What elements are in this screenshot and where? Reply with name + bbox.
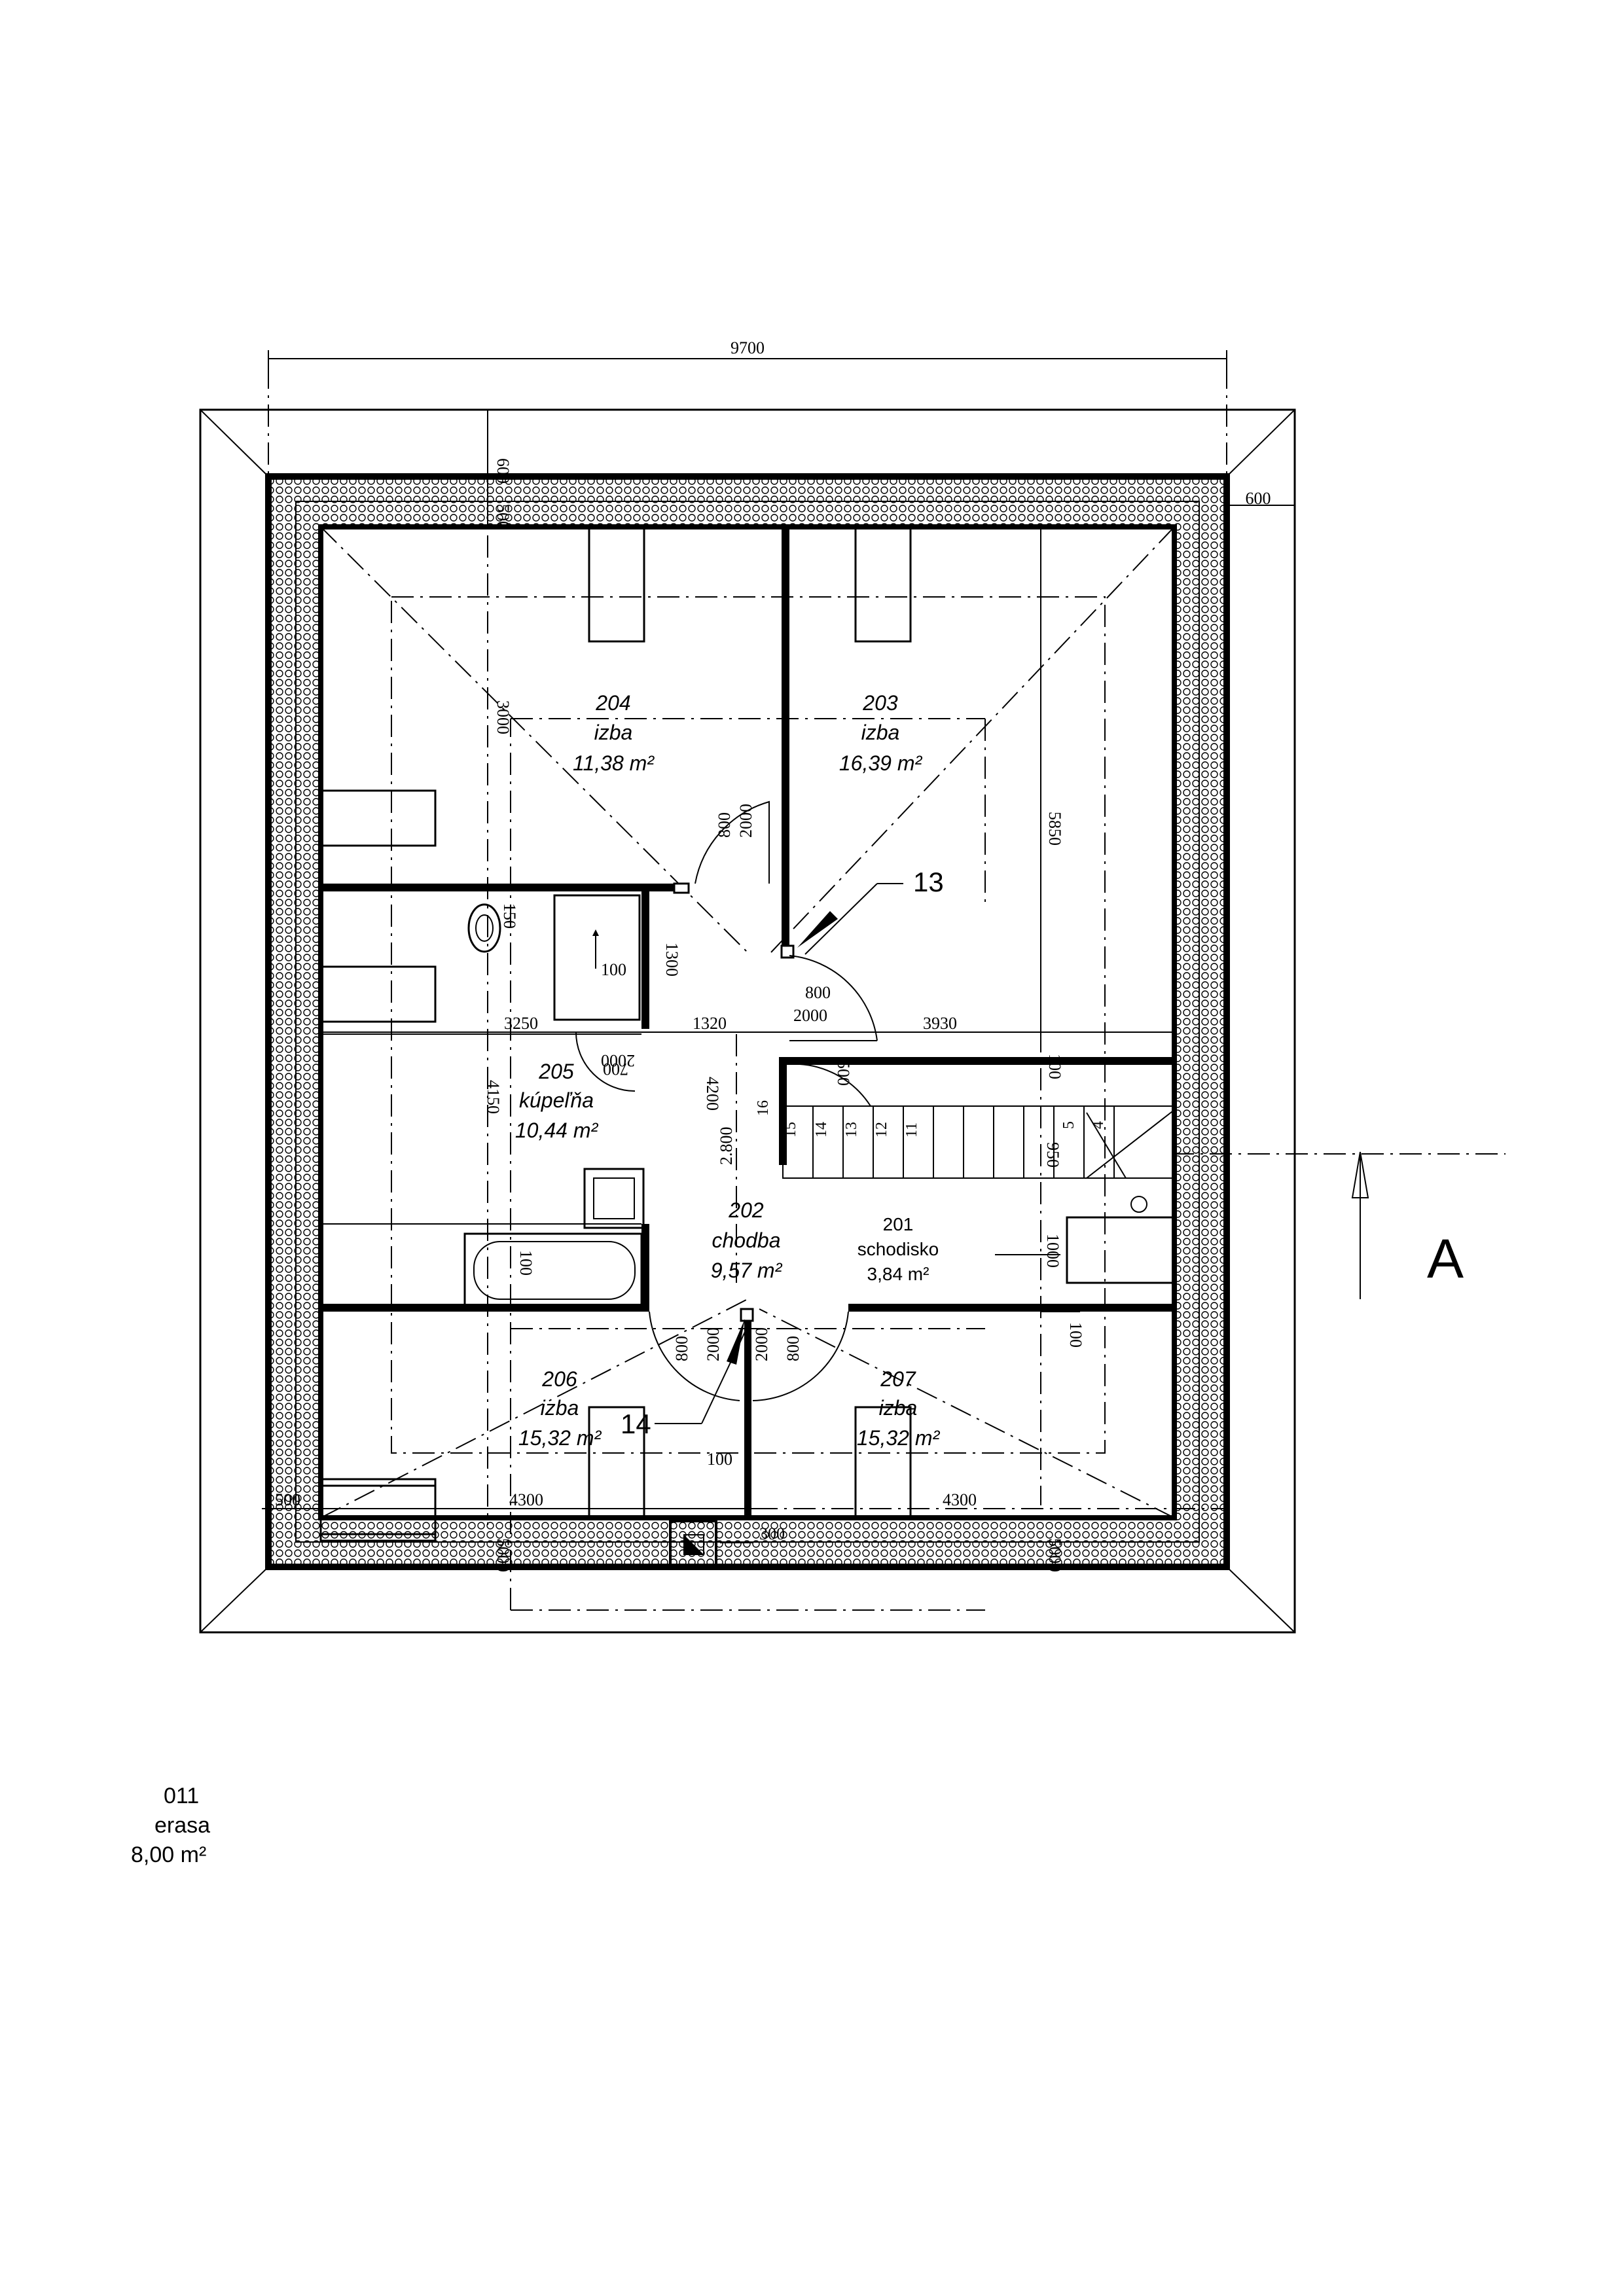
- stair-step-14: 14: [813, 1122, 830, 1138]
- dim-overhang: 600: [1246, 489, 1271, 508]
- dim-5850: 5850: [1045, 812, 1064, 846]
- room-204-name: izba: [594, 721, 633, 744]
- room-203-area: 16,39 m²: [839, 751, 923, 775]
- dim-800-c: 800: [672, 1336, 691, 1361]
- dim-2000-a: 2000: [736, 804, 755, 838]
- stair-step-11: 11: [903, 1122, 920, 1138]
- dim-500-mid: 500: [834, 1060, 853, 1086]
- dim-2800: 2.800: [717, 1127, 736, 1166]
- room-201: 201 schodisko 3,84 m²: [857, 1214, 939, 1284]
- section-marker-a: A: [1427, 1228, 1464, 1289]
- interior-walls: [321, 527, 1174, 1518]
- room-201-number: 201: [883, 1214, 914, 1234]
- room-201-area: 3,84 m²: [867, 1264, 929, 1284]
- callout-labels: 13 14 A: [621, 867, 1464, 1439]
- dim-3000: 3000: [494, 700, 513, 734]
- dim-2000-e: 2000: [752, 1327, 771, 1361]
- callout-arrows: [655, 883, 1369, 1424]
- room-205-area: 10,44 m²: [515, 1119, 599, 1142]
- dim-2000-d: 2000: [704, 1327, 723, 1361]
- dim-150: 150: [500, 903, 519, 929]
- room-202-name: chodba: [712, 1229, 781, 1252]
- room-011-area: 8,00 m²: [131, 1842, 206, 1867]
- dim-100-e: 100: [707, 1450, 732, 1469]
- room-207: 207 izba 15,32 m²: [857, 1367, 941, 1450]
- room-011: 011 erasa 8,00 m²: [131, 1784, 210, 1867]
- dim-4300-b: 4300: [943, 1490, 977, 1509]
- dim-4300-a: 4300: [509, 1490, 543, 1509]
- callout-14: 14: [621, 1408, 651, 1439]
- door-swings: [575, 800, 878, 1401]
- stair-step-12: 12: [873, 1122, 890, 1138]
- dim-1320: 1320: [693, 1014, 727, 1033]
- room-207-area: 15,32 m²: [857, 1426, 941, 1450]
- room-011-name: erasa: [154, 1813, 210, 1838]
- stair-step-13: 13: [843, 1122, 860, 1138]
- room-202-area: 9,57 m²: [711, 1259, 783, 1282]
- dimension-lines: [262, 350, 1295, 1543]
- room-205: 205 kúpeľňa 10,44 m²: [515, 1060, 599, 1142]
- stair-step-5: 5: [1060, 1121, 1077, 1129]
- room-206: 206 izba 15,32 m²: [518, 1367, 602, 1450]
- dim-800-a: 800: [715, 812, 734, 838]
- room-202-number: 202: [728, 1198, 764, 1222]
- stair-step-4: 4: [1090, 1121, 1107, 1129]
- callout-13: 13: [913, 867, 944, 897]
- dim-100-c: 100: [516, 1250, 535, 1276]
- dim-100-b: 100: [1045, 1054, 1064, 1079]
- dim-100-d: 100: [1066, 1322, 1085, 1348]
- roof-windows: [319, 526, 1176, 1542]
- dim-100-a: 100: [601, 960, 626, 979]
- dim-2000-c: 2000: [601, 1051, 635, 1070]
- dim-3930: 3930: [923, 1014, 957, 1033]
- dim-2000-b: 2000: [793, 1006, 827, 1025]
- staircase: [782, 1105, 1176, 1213]
- room-labels: 204 izba 11,38 m² 203 izba 16,39 m² 205 …: [131, 691, 940, 1867]
- dim-4150: 4150: [484, 1080, 503, 1114]
- room-201-name: schodisko: [857, 1239, 939, 1259]
- dim-500-left: 500: [275, 1490, 300, 1509]
- bathroom-fixtures: [463, 894, 645, 1307]
- room-206-number: 206: [541, 1367, 577, 1391]
- room-206-name: izba: [541, 1396, 579, 1420]
- dim-5000-a: 5000: [494, 1538, 513, 1572]
- dim-300: 300: [759, 1524, 785, 1543]
- room-207-number: 207: [880, 1367, 916, 1391]
- room-203-name: izba: [861, 721, 900, 744]
- room-202: 202 chodba 9,57 m²: [711, 1198, 783, 1282]
- room-207-name: izba: [879, 1396, 918, 1420]
- room-204-number: 204: [595, 691, 630, 715]
- room-204: 204 izba 11,38 m²: [573, 691, 655, 775]
- stair-step-16: 16: [755, 1100, 772, 1116]
- dim-overall-width: 9700: [731, 338, 765, 357]
- dim-1000: 1000: [1043, 1234, 1062, 1268]
- room-011-number: 011: [164, 1784, 199, 1808]
- stair-step-15: 15: [782, 1122, 799, 1138]
- dimension-texts: 9700 600 600 500 3000 5850 2000 800 150 …: [275, 338, 1271, 1572]
- room-204-area: 11,38 m²: [573, 751, 655, 775]
- dim-800-d: 800: [784, 1336, 803, 1361]
- dim-5000-b: 5000: [1045, 1538, 1064, 1572]
- room-203: 203 izba 16,39 m²: [839, 691, 923, 775]
- dim-800-b: 800: [805, 983, 831, 1002]
- room-206-area: 15,32 m²: [518, 1426, 602, 1450]
- dim-1300: 1300: [662, 942, 681, 977]
- dim-950: 950: [1043, 1142, 1062, 1168]
- stair-step-numbers: 16 15 14 13 12 11 5 4: [755, 1100, 1107, 1138]
- dim-3250: 3250: [504, 1014, 538, 1033]
- dim-600-top: 600: [494, 458, 513, 484]
- dim-500-top: 500: [494, 504, 513, 529]
- dim-4200: 4200: [703, 1077, 722, 1111]
- exterior-wall: [265, 473, 1230, 1570]
- room-203-number: 203: [862, 691, 898, 715]
- room-205-name: kúpeľňa: [519, 1088, 594, 1112]
- room-205-number: 205: [538, 1060, 574, 1083]
- dim-700: 700: [603, 1060, 628, 1079]
- chimney: [669, 1520, 717, 1568]
